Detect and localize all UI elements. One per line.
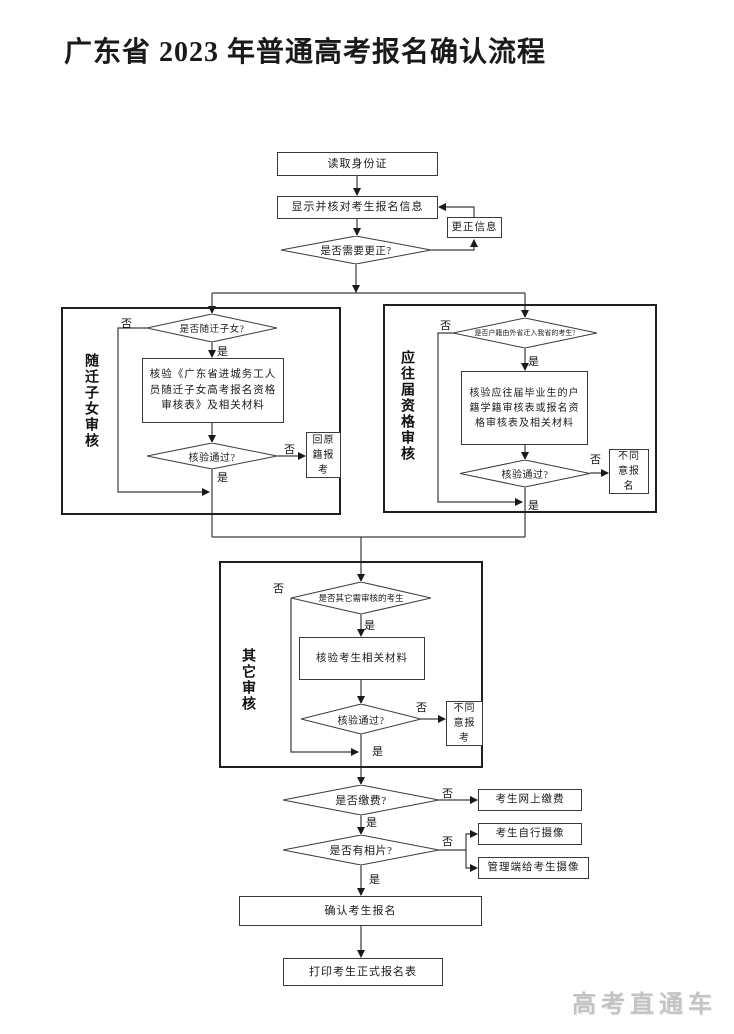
node-self-photo: 考生自行摄像: [478, 823, 582, 845]
branch-label-yes: 是: [364, 620, 375, 632]
node-print-form: 打印考生正式报名表: [283, 958, 443, 986]
branch-label-no: 否: [284, 444, 295, 456]
group-migrant-label: 随迁子女审核: [83, 353, 98, 449]
branch-label-no: 否: [442, 788, 453, 800]
decision-graduate-pass: 核验通过?: [460, 460, 590, 487]
node-correct-info: 更正信息: [447, 217, 502, 238]
node-verify-migrant-form: 核验《广东省进城务工人员随迁子女高考报名资格审核表》及相关材料: [142, 358, 284, 423]
branch-label-yes: 是: [366, 817, 377, 829]
diamond-shape: [281, 236, 431, 264]
page-title: 广东省 2023 年普通高考报名确认流程: [64, 37, 547, 68]
branch-label-yes: 是: [528, 356, 539, 368]
node-display-info: 显示并核对考生报名信息: [277, 196, 438, 219]
branch-label-no: 否: [590, 454, 601, 466]
diamond-shape: [460, 460, 590, 487]
decision-is-migrant: 是否随迁子女?: [147, 314, 277, 342]
node-read-id: 读取身份证: [277, 152, 438, 176]
decision-migrant-pass: 核验通过?: [147, 443, 277, 469]
decision-is-paid: 是否缴费?: [283, 785, 439, 815]
node-pay-online: 考生网上缴费: [478, 789, 582, 811]
group-migrant-review: [61, 307, 341, 515]
branch-label-yes: 是: [217, 346, 228, 358]
branch-label-no: 否: [440, 320, 451, 332]
node-admin-photo: 管理端给考生摄像: [478, 857, 589, 879]
diamond-shape: [453, 318, 597, 348]
group-graduate-review: [383, 304, 657, 513]
branch-label-no: 否: [416, 702, 427, 714]
branch-label-yes: 是: [369, 874, 380, 886]
diamond-shape: [147, 314, 277, 342]
decision-other-need-review: 是否其它需审核的考生: [291, 582, 431, 614]
group-other-label: 其它审核: [240, 648, 255, 712]
branch-label-yes: 是: [217, 472, 228, 484]
diamond-shape: [283, 835, 439, 865]
node-confirm-registration: 确认考生报名: [239, 896, 482, 926]
decision-is-moved-in: 是否户籍由外省迁入我省的考生?: [453, 318, 597, 348]
branch-label-no: 否: [121, 318, 132, 330]
diamond-shape: [283, 785, 439, 815]
branch-label-no: 否: [442, 836, 453, 848]
watermark-logo: 高考直通车: [572, 992, 717, 1018]
decision-other-pass: 核验通过?: [301, 704, 421, 734]
branch-label-yes: 是: [528, 500, 539, 512]
branch-label-yes: 是: [372, 746, 383, 758]
node-verify-other-materials: 核验考生相关材料: [299, 637, 425, 680]
node-disapprove-exam: 不同意报考: [446, 701, 483, 746]
group-other-review: [219, 561, 483, 768]
diamond-shape: [291, 582, 431, 614]
decision-need-correction: 是否需要更正?: [281, 236, 431, 264]
node-return-origin: 回原籍报考: [306, 432, 341, 478]
branch-label-no: 否: [273, 583, 284, 595]
diamond-shape: [301, 704, 421, 734]
diamond-shape: [147, 443, 277, 469]
group-graduate-label: 应往届资格审核: [399, 350, 414, 462]
node-disapprove-registration: 不同意报名: [609, 449, 649, 494]
decision-has-photo: 是否有相片?: [283, 835, 439, 865]
node-verify-graduate-form: 核验应往届毕业生的户籍学籍审核表或报名资格审核表及相关材料: [461, 371, 588, 445]
